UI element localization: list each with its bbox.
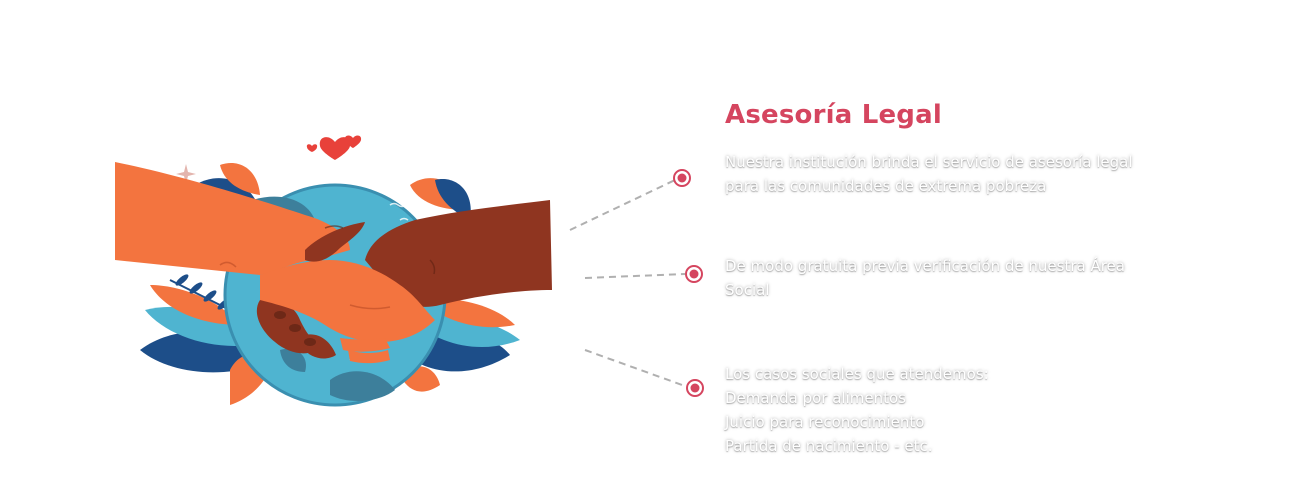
- list-item: Demanda por alimentos: [725, 389, 906, 407]
- list-heading: Los casos sociales que atendemos:: [725, 365, 989, 383]
- sparkle-icon: [176, 164, 196, 184]
- social-cases-list: Los casos sociales que atendemos: Demand…: [725, 362, 1155, 458]
- point-description: Nuestra institución brinda el servicio d…: [725, 150, 1155, 198]
- connector-lines: [569, 169, 704, 397]
- point-text: Nuestra institución brinda el servicio d…: [725, 153, 1133, 195]
- bullet-dot-icon: [686, 379, 704, 397]
- heart-icon: [306, 135, 362, 160]
- bullet-dot-icon: [673, 169, 691, 187]
- bullet-dot-icon: [685, 265, 703, 283]
- section-title: Asesoría Legal: [725, 100, 942, 130]
- point-text: De modo gratuita previa verificación de …: [725, 257, 1125, 299]
- point-description: De modo gratuita previa verificación de …: [725, 254, 1155, 302]
- list-item: Juicio para reconocimiento: [725, 413, 925, 431]
- list-item: Partida de nacimiento - etc.: [725, 437, 933, 455]
- handshake-globe-illustration: [115, 135, 552, 407]
